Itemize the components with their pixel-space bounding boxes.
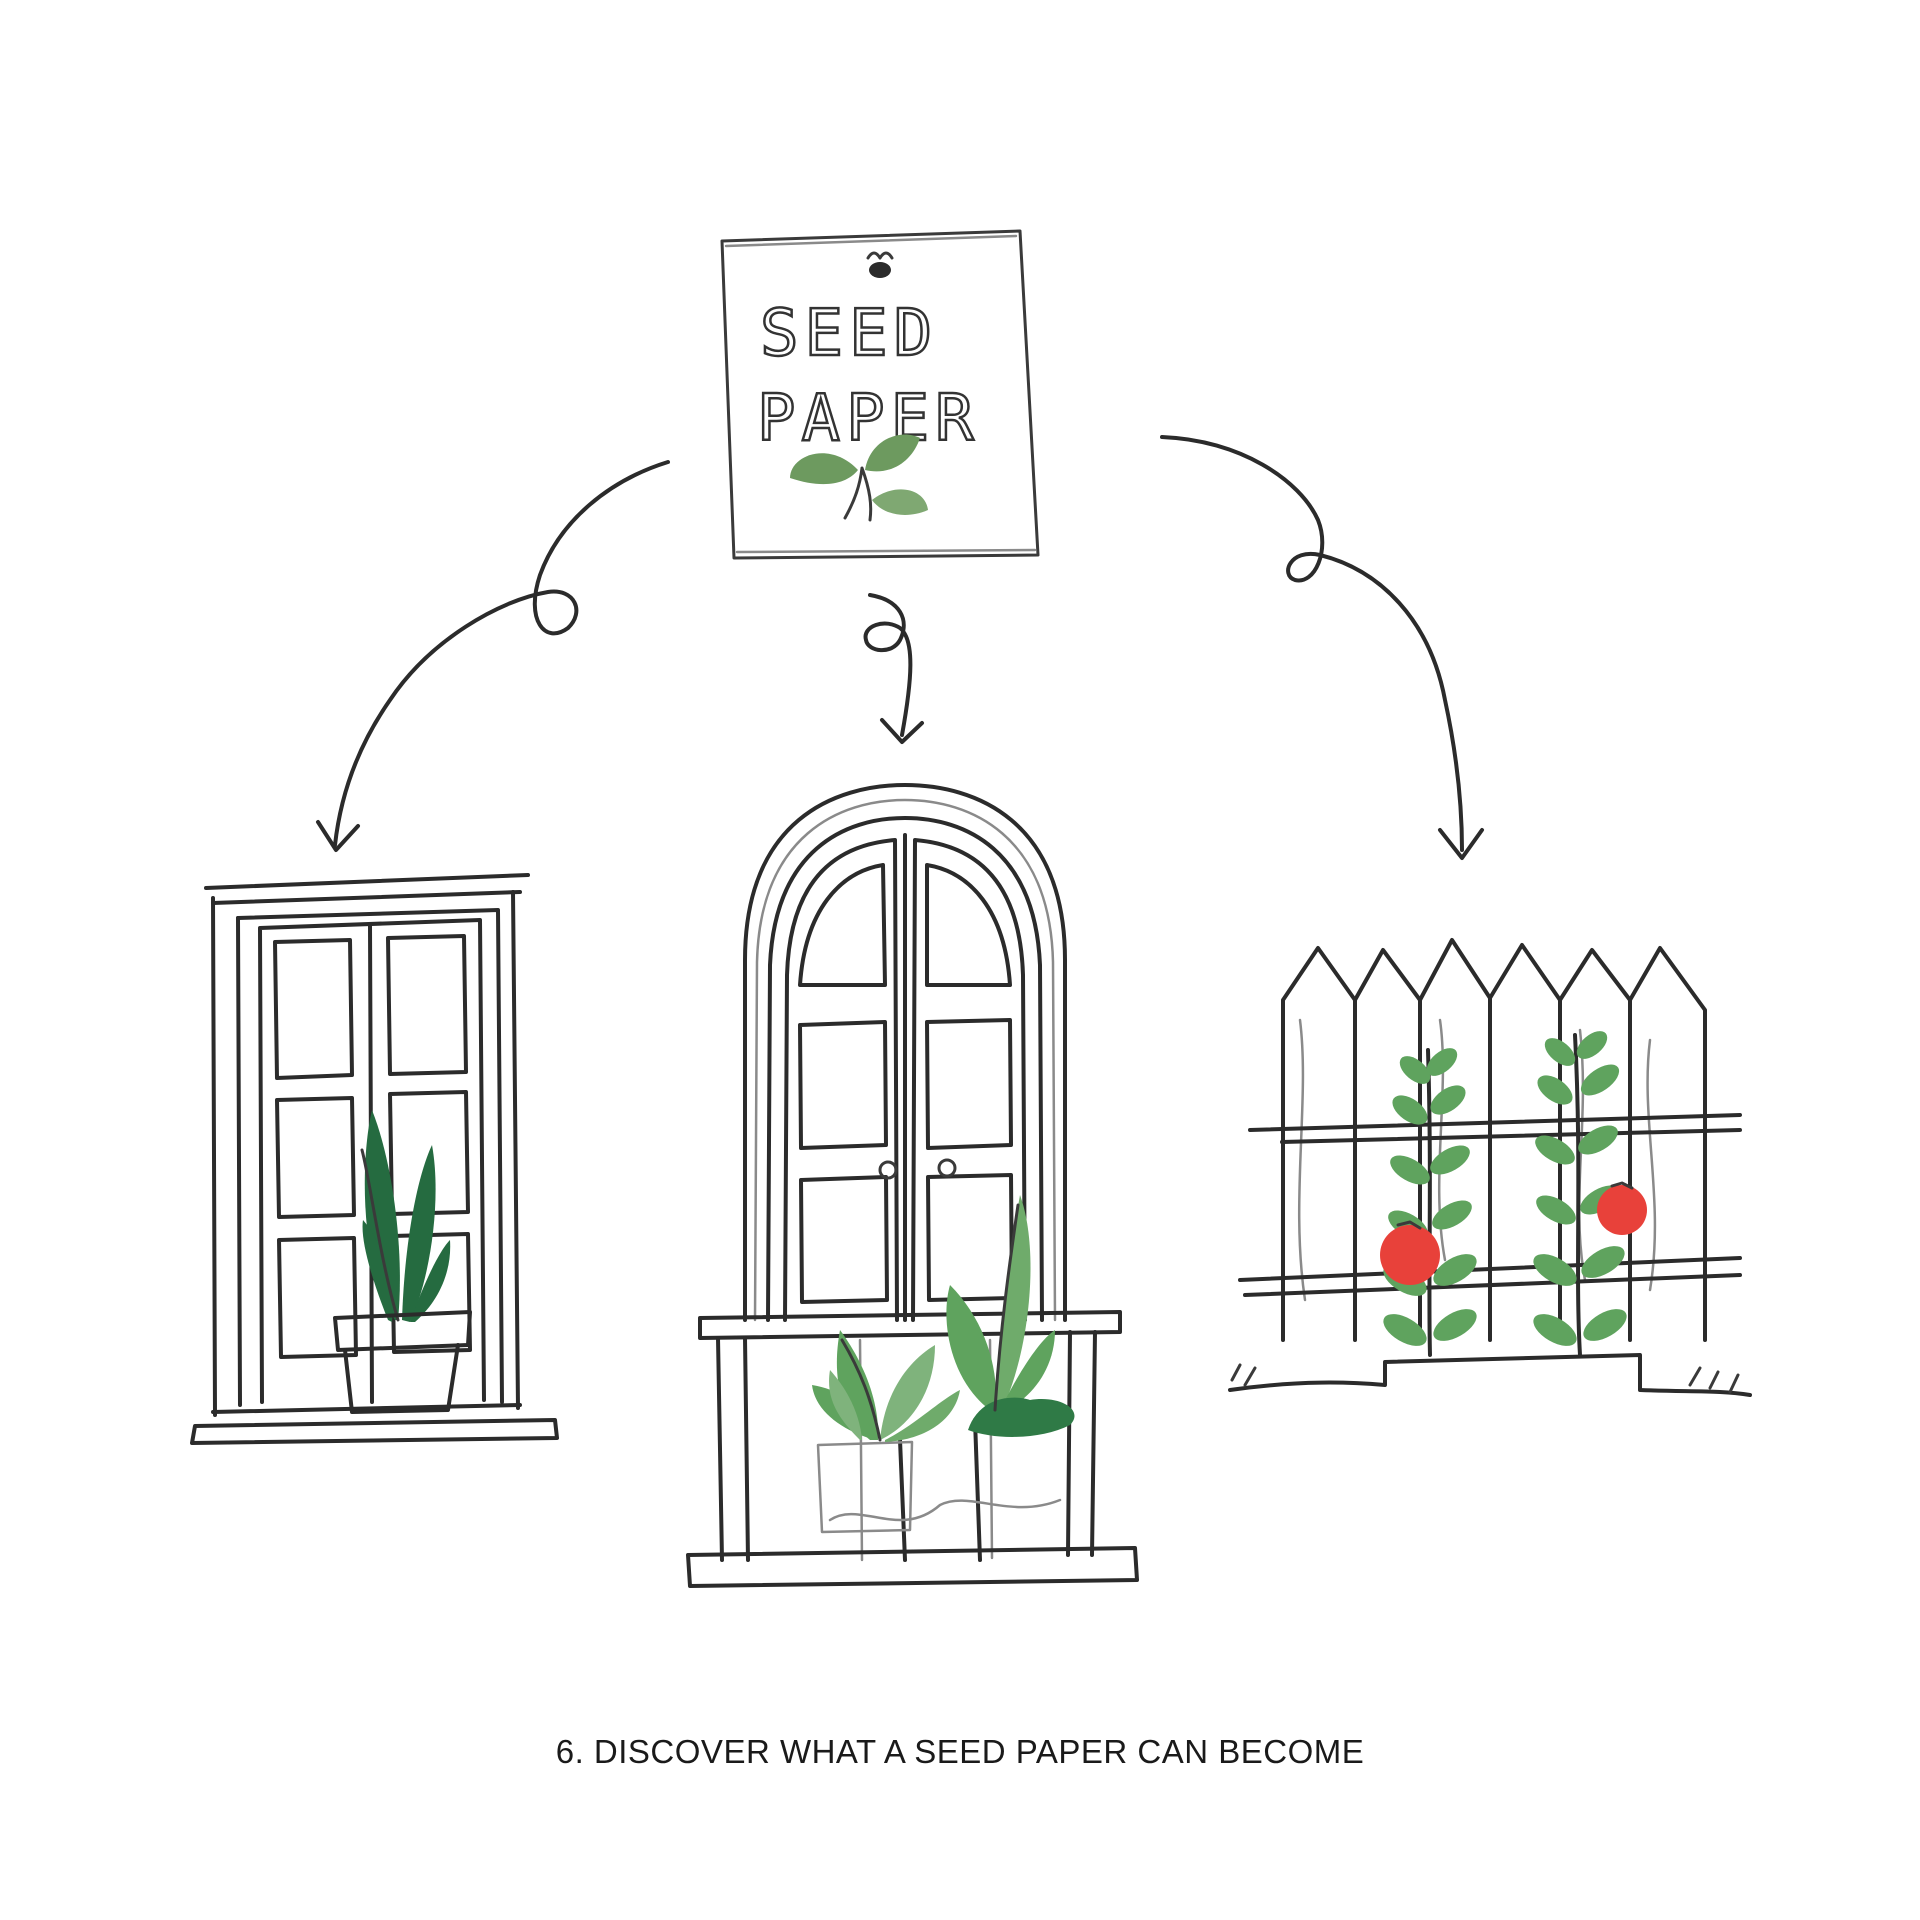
seed-card-line1: SEED [760,297,938,371]
bee-icon [866,251,894,278]
sprout-icon [790,434,928,522]
balcony-plants-icon [686,783,1139,1588]
caption: 6. DISCOVER WHAT A SEED PAPER CAN BECOME [555,1733,1365,1770]
curly-arrow-icon [316,435,1484,860]
seed-card-line2: PAPER [757,382,980,456]
seed-paper-card-icon: SEED PAPER [720,229,1040,560]
window-potted-plant-icon [190,873,559,1445]
fence-tomato-plants-icon [1228,938,1752,1397]
